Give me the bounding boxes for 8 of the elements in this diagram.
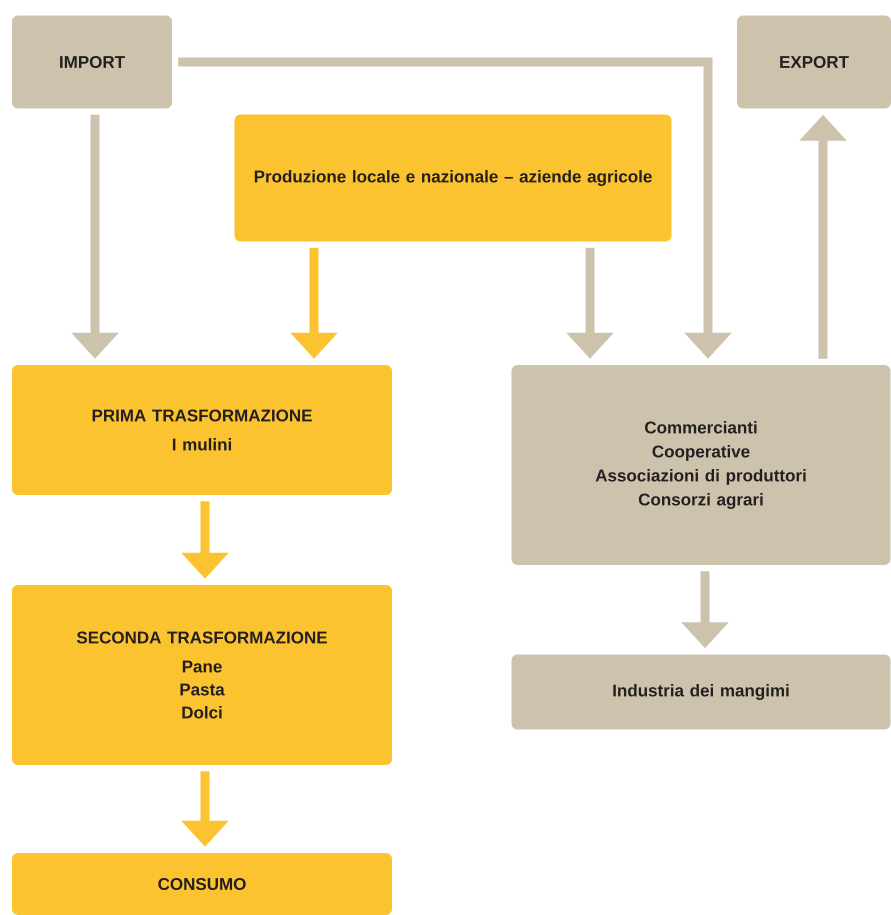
process-box: EXPORT (737, 16, 891, 108)
process-box: Industria dei mangimi (512, 654, 890, 730)
process-box: SECONDA TRASFORMAZIONE Pane Pasta Dolci (12, 585, 392, 765)
process-box: PRIMA TRASFORMAZIONE I mulini (12, 365, 392, 495)
process-box: Produzione locale e nazionale – aziende agricole (234, 114, 672, 242)
process-box: CONSUMO (12, 853, 392, 915)
process-box: IMPORT (12, 16, 172, 108)
process-box: Commercianti Cooperative Associazioni di produttori Consorzi agrari (512, 365, 890, 565)
